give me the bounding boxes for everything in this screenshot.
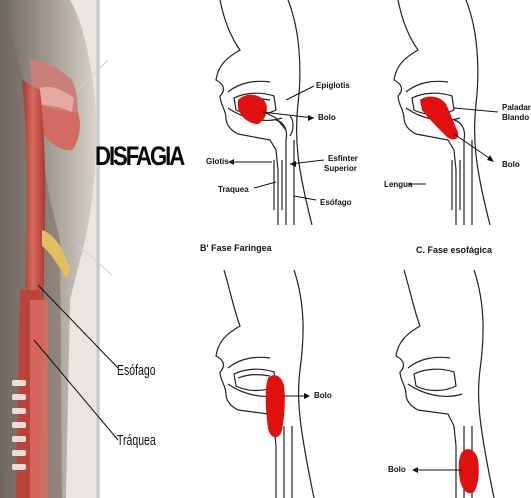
leader-lines-c [190,230,380,498]
esofago-leader-line [38,285,118,368]
label-bolo-b: Bolo [502,161,520,169]
label-glotis: Glotis [206,158,229,166]
label-bolo-d: Bolo [388,466,406,474]
panel-oral-phase: Epiglotis Bolo Glotis Esfinter Superior … [190,0,380,225]
photo-label-esofago: Esófago [117,363,156,378]
label-bolo-a: Bolo [318,114,336,122]
label-superior: Superior [324,165,357,173]
label-epiglotis: Epiglotis [316,82,350,90]
label-esofago-a: Esófago [320,199,352,207]
label-paladar: Paladar [502,104,531,112]
label-blando: Blando [502,114,529,122]
label-esfinter: Esfinter [328,155,358,163]
panel-palate: Paladar Blando Bolo Lengua [380,0,531,225]
label-traquea-a: Traquea [218,186,249,194]
photo-label-traquea: Tráquea [117,433,156,448]
title: DISFAGIA [95,143,183,170]
label-lengua: Lengua [384,181,412,189]
panel-esophageal-phase: C. Fase esofágica Bolo [380,230,531,498]
leader-lines-d [380,230,531,498]
label-bolo-c: Bolo [314,392,332,400]
panel-pharyngeal-phase: B' Fase Faringea Bolo [190,230,380,498]
